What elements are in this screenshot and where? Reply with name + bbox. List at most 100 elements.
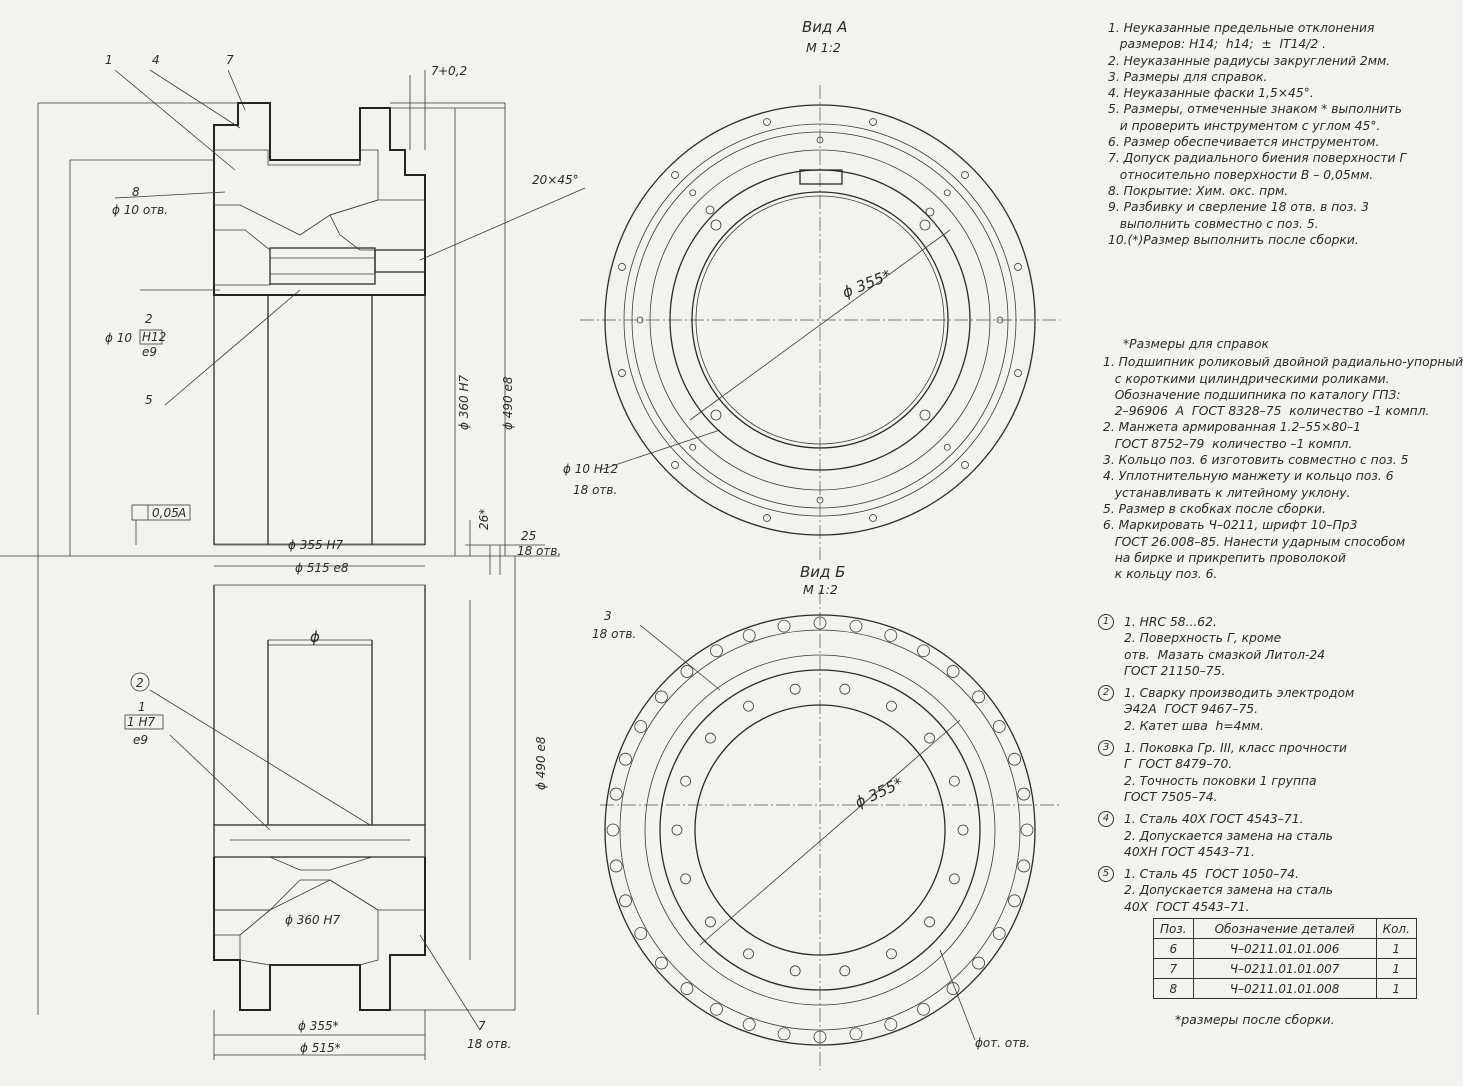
- flange-hole: [619, 752, 632, 766]
- flange-hole: [1008, 894, 1021, 908]
- lower-callout-7: 7: [478, 1019, 486, 1033]
- bolt-hole: [636, 316, 644, 324]
- view-a-holes: [618, 118, 1022, 522]
- part-note-line: Г ГОСТ 8479–70.: [1124, 757, 1233, 772]
- runout-base: А: [177, 506, 186, 520]
- bolt-hole: [943, 443, 951, 451]
- inner-hole: [839, 683, 851, 695]
- flange-hole: [742, 1018, 756, 1031]
- part-note-line: 1. Сталь 40Х ГОСТ 4543–71.: [1124, 812, 1304, 827]
- part-note: 4 1. Сталь 40Х ГОСТ 4543–71.2. Допускаетс…: [1096, 811, 1354, 860]
- view-b: [600, 590, 1060, 1070]
- part-note-line: 1. Сталь 45 ГОСТ 1050–74.: [1124, 867, 1299, 882]
- inner-hole: [680, 775, 692, 787]
- bolt-hole: [1014, 263, 1022, 271]
- flange-hole: [619, 894, 632, 908]
- table-cell: 1: [1375, 978, 1417, 999]
- flange-hole: [710, 1002, 723, 1016]
- dim-18: 18 отв.: [517, 544, 561, 558]
- bolt-hole: [961, 461, 969, 469]
- general-note-line: 2. Неуказанные радиусы закруглений 2мм.: [1108, 53, 1391, 68]
- bolt-hole: [869, 118, 877, 126]
- bolt-hole: [671, 461, 679, 469]
- general-note-line: 7. Допуск радиального биения поверхности…: [1108, 151, 1407, 166]
- inner-hole: [957, 824, 969, 836]
- flange-hole: [917, 644, 930, 658]
- flange-hole: [992, 927, 1006, 940]
- bolt-hole: [869, 514, 877, 522]
- part-note-line: 2. Допускается замена на сталь: [1124, 828, 1334, 843]
- flange-hole: [634, 720, 648, 733]
- flange-hole: [813, 616, 827, 630]
- general-note-line: 4. Неуказанные фаски 1,5×45°.: [1108, 86, 1314, 101]
- flange-hole: [884, 1018, 898, 1031]
- table-cell: Ч–0211.01.01.008: [1192, 978, 1377, 999]
- dim-515: ϕ 515 е8: [295, 561, 349, 575]
- bolt-hole: [618, 263, 626, 271]
- part-note-line: 1. Поковка Гр. III, класс прочности: [1124, 741, 1348, 756]
- general-note-line: 10.(*)Размер выполнить после сборки.: [1108, 232, 1359, 247]
- table-cell: Ч–0211.01.01.006: [1192, 938, 1377, 959]
- table-cell: 1: [1375, 938, 1417, 959]
- view-a-diameter: ϕ 355*: [840, 266, 894, 302]
- part-note-pos: 4: [1098, 811, 1114, 828]
- lower-callout-1: 1: [138, 700, 146, 714]
- footnote: *размеры после сборки.: [1175, 1012, 1335, 1027]
- flange-hole: [710, 644, 723, 658]
- callout-1: 1: [105, 53, 113, 67]
- dim-25: 25: [521, 529, 536, 543]
- fit-left-b: H12: [142, 330, 166, 344]
- reference-notes: *Размеры для справок 1. Подшипник ролико…: [1103, 336, 1463, 582]
- reference-note-line: 4. Уплотнительную манжету и кольцо поз. …: [1103, 469, 1394, 484]
- part-note-line: 2. Поверхность Г, кроме: [1124, 631, 1282, 646]
- runout-value: 0,05: [152, 506, 179, 520]
- flange-hole: [680, 665, 694, 678]
- part-note-pos: 1: [1098, 614, 1114, 630]
- flange-hole: [1008, 752, 1021, 766]
- fit-left-c: е9: [142, 345, 157, 359]
- flange-hole: [972, 690, 985, 704]
- lower-section-view: [37, 556, 516, 1060]
- lower-dim-360: ϕ 360 Н7: [285, 913, 340, 927]
- view-b-pos3: 3: [604, 609, 612, 623]
- bolt-hole: [816, 136, 824, 144]
- bolt-hole: [689, 189, 697, 197]
- tolerance-7: 7: [431, 64, 439, 78]
- flange-hole: [1017, 787, 1031, 801]
- general-note-line: и проверить инструментом с углом 45°.: [1108, 118, 1381, 133]
- dim-490: ϕ 490 е8: [501, 376, 515, 430]
- bolt-hole: [961, 171, 969, 179]
- inner-hole: [789, 965, 801, 977]
- inner-hole: [743, 948, 754, 960]
- callout-8: 8: [132, 185, 140, 199]
- dim-360: ϕ 360 Н7: [457, 375, 471, 430]
- inner-hole: [886, 700, 897, 712]
- view-b-title: Вид Б: [800, 563, 845, 581]
- inner-hole: [743, 700, 754, 712]
- inner-hole: [886, 948, 897, 960]
- flange-hole: [1020, 823, 1034, 837]
- flange-hole: [634, 927, 648, 940]
- lower-fit-e9: е9: [133, 733, 148, 747]
- general-note-line: выполнить совместно с поз. 5.: [1108, 216, 1319, 231]
- reference-note-line: 3. Кольцо поз. 6 изготовить совместно с …: [1103, 453, 1409, 468]
- general-note-line: относительно поверхности В – 0,05мм.: [1108, 167, 1374, 182]
- flange-hole: [742, 629, 756, 642]
- view-b-bottom-label: ϕот. отв.: [975, 1036, 1030, 1050]
- flange-hole: [946, 665, 960, 678]
- fit-left-a: ϕ 10: [105, 331, 132, 345]
- part-note-pos: 2: [1098, 685, 1114, 702]
- part-note-line: ГОСТ 21150–75.: [1124, 663, 1226, 678]
- part-note-line: 2. Точность поковки 1 группа: [1124, 773, 1317, 788]
- callout-2: 2: [145, 312, 153, 326]
- general-notes: 1. Неуказанные предельные отклонения раз…: [1108, 20, 1406, 248]
- table-header-qty: Кол.: [1375, 918, 1417, 939]
- flange-hole: [917, 1002, 930, 1016]
- flange-hole: [777, 1027, 791, 1041]
